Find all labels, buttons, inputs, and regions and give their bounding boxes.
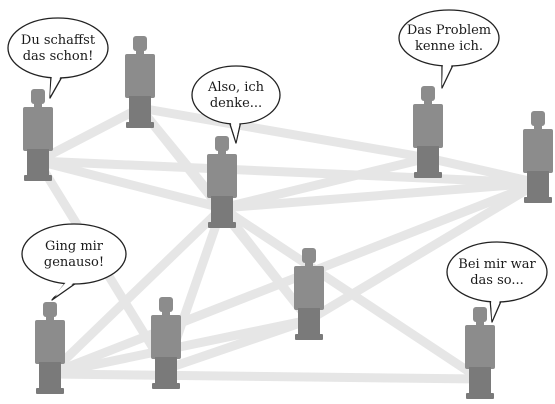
connection-line	[217, 153, 433, 213]
connection-line	[33, 156, 543, 188]
connection-line	[423, 153, 543, 188]
person-feet	[36, 388, 64, 394]
people-layer	[23, 36, 553, 399]
speech-bubble-text: Du schaffst	[21, 33, 96, 48]
person-neck	[534, 125, 542, 130]
person-icon	[294, 248, 324, 340]
speech-bubble-outline	[446, 241, 548, 303]
speech-bubble-text: kenne ich.	[415, 39, 483, 54]
person-feet	[152, 383, 180, 389]
person-neck	[424, 100, 432, 105]
person-legs	[27, 149, 49, 177]
person-feet	[126, 122, 154, 128]
person-feet	[524, 197, 552, 203]
person-legs	[39, 362, 61, 390]
person-icon	[465, 307, 495, 399]
connection-line	[33, 156, 227, 213]
person-legs	[211, 196, 233, 224]
person-icon	[23, 89, 53, 181]
person-torso	[523, 129, 553, 173]
speech-bubble-seam	[442, 62, 453, 86]
person-icon	[35, 302, 65, 394]
connection-line	[45, 203, 227, 379]
person-icon	[413, 86, 443, 178]
person-legs	[298, 308, 320, 336]
person-head	[531, 111, 545, 126]
person-torso	[207, 154, 237, 198]
person-head	[31, 89, 45, 104]
speech-bubble-outline	[21, 223, 127, 285]
person-head	[159, 297, 173, 312]
speech-bubble-seam	[230, 120, 240, 141]
person-feet	[466, 393, 494, 399]
person-icon	[125, 36, 155, 128]
speech-bubble-outline	[398, 9, 500, 67]
speech-bubble: Also, ichdenke...	[191, 65, 281, 144]
connection-line	[135, 103, 433, 163]
person-neck	[305, 262, 313, 267]
connection-line	[304, 178, 543, 325]
person-neck	[136, 50, 144, 55]
person-neck	[218, 150, 226, 155]
speech-bubble-seam	[52, 280, 78, 298]
person-head	[215, 136, 229, 151]
person-torso	[413, 104, 443, 148]
person-legs	[155, 357, 177, 385]
person-neck	[46, 316, 54, 321]
speech-bubble-outline	[7, 17, 109, 79]
speech-bubble-text: Bei mir war	[458, 257, 536, 272]
person-feet	[24, 175, 52, 181]
person-torso	[35, 320, 65, 364]
person-feet	[414, 172, 442, 178]
speech-bubble-text: das schon!	[23, 49, 94, 64]
person-icon	[151, 297, 181, 389]
speech-bubble-outline	[191, 65, 281, 125]
person-neck	[162, 311, 170, 316]
speech-bubble-text: Das Problem	[407, 23, 491, 38]
person-head	[302, 248, 316, 263]
speech-bubble-text: denke...	[210, 96, 262, 111]
speech-bubble-text: Also, ich	[207, 80, 265, 95]
person-head	[473, 307, 487, 322]
person-head	[421, 86, 435, 101]
connection-line	[33, 103, 145, 166]
person-neck	[476, 321, 484, 326]
person-torso	[151, 315, 181, 359]
person-torso	[465, 325, 495, 369]
connection-line	[161, 315, 314, 374]
person-icon	[207, 136, 237, 228]
person-torso	[294, 266, 324, 310]
person-head	[133, 36, 147, 51]
speech-bubble-seam	[50, 74, 62, 96]
person-legs	[129, 96, 151, 124]
person-legs	[417, 146, 439, 174]
person-neck	[34, 103, 42, 108]
person-feet	[295, 334, 323, 340]
speech-bubble-text: genauso!	[44, 255, 104, 270]
speech-bubble-text: das so...	[470, 273, 524, 288]
person-head	[43, 302, 57, 317]
person-legs	[469, 367, 491, 395]
person-torso	[125, 54, 155, 98]
connection-line	[45, 369, 485, 384]
speech-bubble-seam	[491, 298, 501, 320]
person-icon	[523, 111, 553, 203]
person-feet	[208, 222, 236, 228]
speech-bubble-text: Ging mir	[45, 239, 104, 254]
person-torso	[23, 107, 53, 151]
person-legs	[527, 171, 549, 199]
connection-line	[217, 178, 543, 213]
